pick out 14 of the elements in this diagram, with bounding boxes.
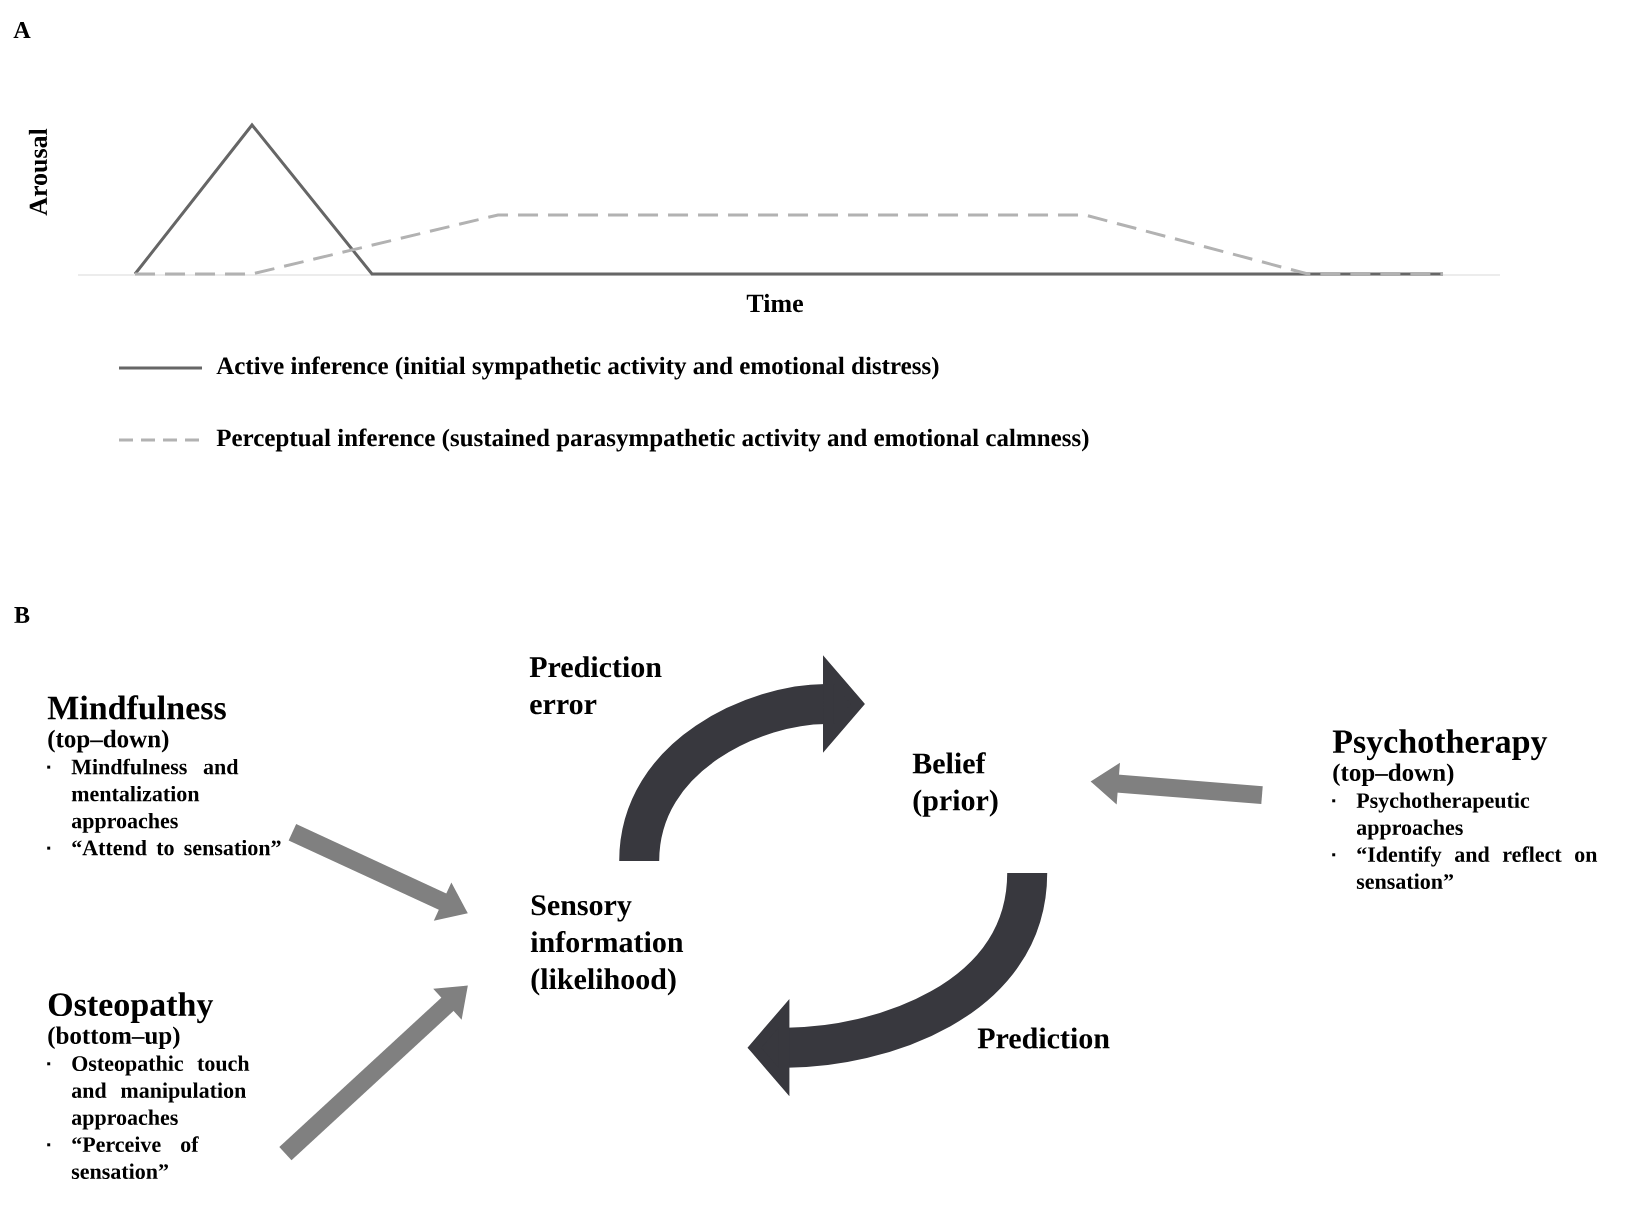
text-block: Osteopathy (bottom–up) Osteopathic touch and manipulation approaches “Perceive of sensation” — [47, 992, 250, 1179]
legend-text: Active inference (initial sympathetic activity and emotional distress) — [216, 356, 939, 380]
edge-label: Prediction — [977, 1027, 1110, 1049]
panel-letter: B — [14, 607, 30, 623]
axis-label: Arousal — [28, 128, 48, 216]
axis-label: Time — [746, 293, 803, 313]
panel-letter: A — [13, 22, 31, 38]
legend-text: Perceptual inference (sustained parasympathetic activity and emotional calmness) — [216, 428, 1089, 452]
node-text: Sensory information (likelihood) — [530, 895, 684, 996]
node-text: Belief (prior) — [912, 752, 998, 817]
text-block: Mindfulness (top–down) Mindfulness and mentalization approaches “Attend to sensation” — [47, 695, 281, 856]
text-block: Psychotherapy (top–down) Psychotherapeutic approaches “Identify and reflect on sensation” — [1332, 729, 1598, 889]
arrow — [279, 985, 468, 1161]
edge-label: Prediction error — [529, 656, 662, 715]
